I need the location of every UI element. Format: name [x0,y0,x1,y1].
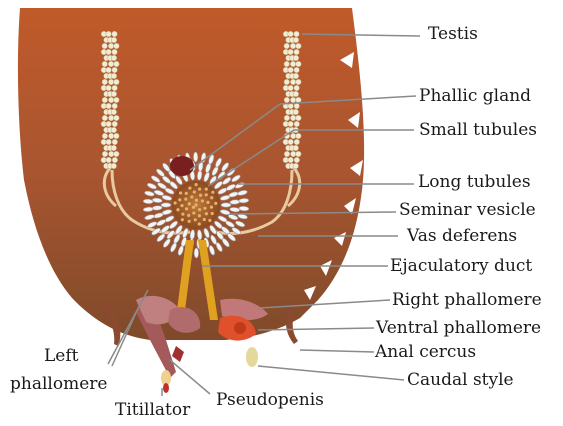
titillator-tip [163,383,169,393]
label-caudal-style: Caudal style [407,370,514,390]
label-long-tubules: Long tubules [418,172,531,192]
label-right-phallomere: Right phallomere [392,290,542,310]
testis-right [283,31,301,169]
label-testis: Testis [428,24,478,44]
label-left-phallomere-line1: Left [44,346,78,366]
pseudopenis [172,346,184,362]
label-phallic-gland: Phallic gland [419,86,531,106]
label-vas-deferens: Vas deferens [407,226,517,246]
label-pseudopenis: Pseudopenis [216,390,324,410]
label-ejaculatory-duct: Ejaculatory duct [390,256,532,276]
label-left-phallomere-line2: phallomere [10,374,107,394]
phallic-gland [170,156,194,176]
label-ventral-phallomere: Ventral phallomere [376,318,541,338]
label-seminar-vesicle: Seminar vesicle [399,200,536,220]
label-anal-cercus: Anal cercus [375,342,476,362]
label-titillator: Titillator [115,400,190,420]
testis-left [101,31,119,169]
label-small-tubules: Small tubules [419,120,537,140]
caudal-style [246,347,258,367]
